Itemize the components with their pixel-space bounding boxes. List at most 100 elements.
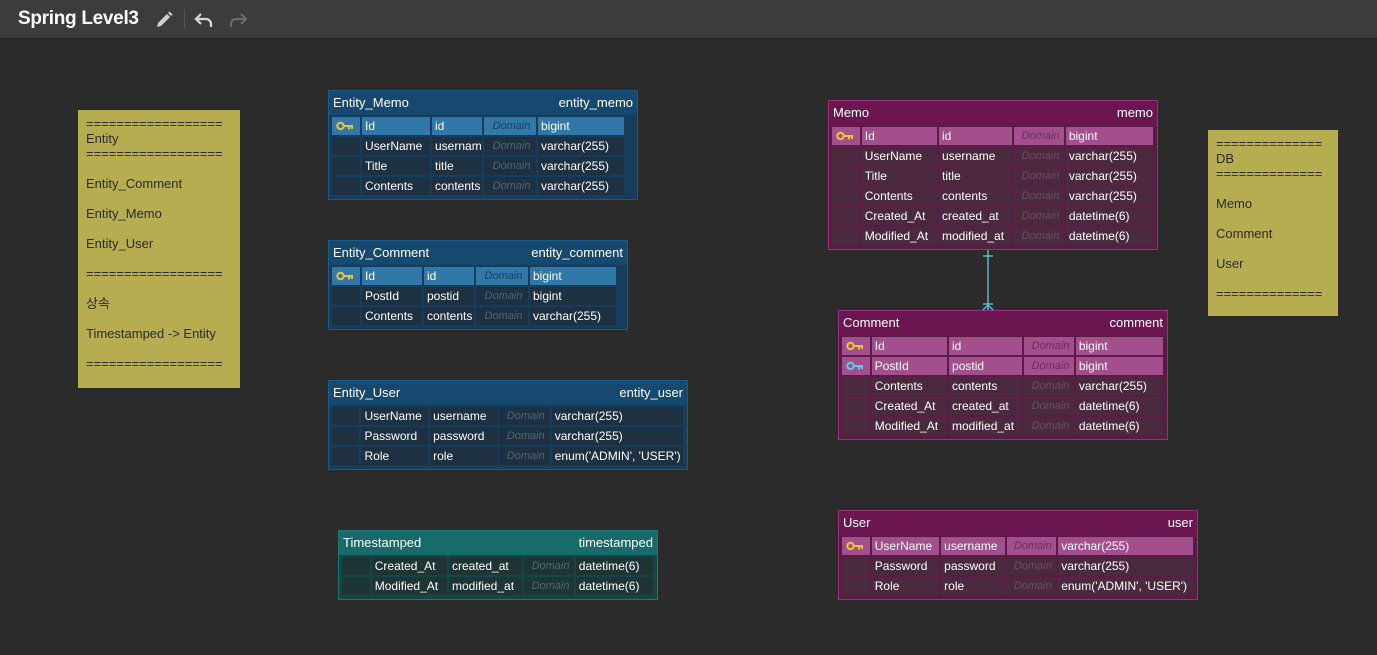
- domain-cell: Domain: [1014, 187, 1064, 205]
- table-rows: IdidDomainbigintUserNameusernameDomainva…: [329, 115, 637, 199]
- key-cell: [832, 127, 860, 145]
- field-name: Modified_At: [871, 417, 948, 435]
- column-name: username: [432, 137, 482, 155]
- column-name: username: [941, 537, 1005, 555]
- domain-cell: Domain: [1014, 207, 1064, 225]
- domain-cell: Domain: [1014, 227, 1064, 245]
- note-spacer: [86, 341, 232, 356]
- redo-icon[interactable]: [228, 10, 248, 30]
- note-line: DB: [1216, 151, 1235, 166]
- data-type: bigint: [1075, 337, 1163, 355]
- key-cell: [832, 227, 860, 245]
- domain-cell: Domain: [476, 287, 528, 305]
- note-spacer: [86, 161, 232, 176]
- note-spacer: [86, 281, 232, 296]
- table-header[interactable]: Memo memo: [829, 101, 1157, 125]
- domain-cell: Domain: [524, 557, 574, 575]
- undo-icon[interactable]: [194, 10, 214, 30]
- domain-cell: Domain: [1024, 337, 1074, 355]
- column-name: username: [939, 147, 1013, 165]
- data-type: bigint: [1075, 357, 1163, 375]
- field-name: Created_At: [861, 207, 938, 225]
- table-header[interactable]: Entity_User entity_user: [329, 381, 687, 405]
- table-alias: entity_memo: [558, 95, 633, 110]
- column-name: password: [941, 557, 1005, 575]
- key-cell: [332, 267, 360, 285]
- domain-cell: Domain: [1006, 577, 1057, 595]
- toolbar: Spring Level3: [0, 0, 1377, 39]
- pencil-icon[interactable]: [154, 10, 174, 30]
- domain-cell: Domain: [1014, 167, 1064, 185]
- key-cell: [832, 167, 860, 185]
- primary-key-icon: [336, 271, 353, 281]
- note-spacer: [86, 191, 232, 206]
- diagram-canvas[interactable]: ==================Entity================…: [0, 39, 1377, 655]
- domain-cell: Domain: [1014, 127, 1064, 145]
- key-cell: [842, 537, 870, 555]
- domain-cell: Domain: [498, 427, 550, 445]
- note-line: User: [1216, 256, 1244, 271]
- column-name: modified_at: [449, 577, 523, 595]
- table-name: Memo: [833, 105, 870, 120]
- table-name: Entity_User: [333, 385, 401, 400]
- field-name: Contents: [861, 187, 938, 205]
- note-line: Memo: [1216, 196, 1253, 211]
- data-type: varchar(255): [530, 307, 616, 325]
- note-line: ==================: [86, 116, 223, 131]
- note-entity[interactable]: ==================Entity================…: [78, 110, 240, 388]
- note-spacer: [1216, 241, 1330, 256]
- data-type: varchar(255): [1065, 187, 1153, 205]
- relation-line-memo-comment[interactable]: [976, 247, 1000, 313]
- diagram-title[interactable]: Spring Level3: [18, 8, 139, 29]
- data-type: datetime(6): [1075, 417, 1163, 435]
- key-cell: [332, 407, 360, 425]
- field-name: Id: [362, 117, 430, 135]
- field-name: Contents: [362, 307, 422, 325]
- column-name: modified_at: [949, 417, 1023, 435]
- table-alias: memo: [1116, 105, 1153, 120]
- key-cell: [832, 207, 860, 225]
- table-alias: timestamped: [578, 535, 653, 550]
- note-spacer: [86, 311, 232, 326]
- table-alias: entity_user: [619, 385, 683, 400]
